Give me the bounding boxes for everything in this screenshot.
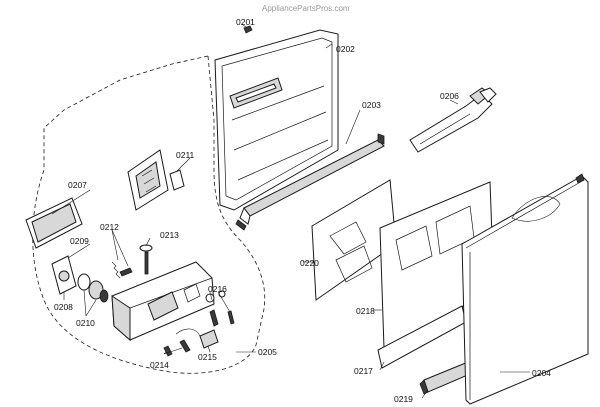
leader-lines (51, 23, 530, 399)
label-0203: 0203 (362, 100, 381, 110)
label-0204: 0204 (532, 368, 551, 378)
part-0208-dispenser-cover[interactable] (51, 255, 77, 295)
part-0213-plunger[interactable] (139, 244, 153, 275)
part-0205-dispenser-assembly[interactable] (111, 261, 215, 342)
label-0215: 0215 (198, 352, 217, 362)
label-0208: 0208 (54, 302, 73, 312)
label-0209: 0209 (70, 236, 89, 246)
part-0216-pins[interactable] (205, 290, 235, 327)
label-0207: 0207 (68, 180, 87, 190)
label-0210: 0210 (76, 318, 95, 328)
label-0205: 0205 (258, 347, 277, 357)
part-0202-inner-door[interactable] (214, 29, 339, 211)
label-0214: 0214 (150, 360, 169, 370)
label-0212: 0212 (100, 222, 119, 232)
part-0206-hinge-bracket[interactable] (409, 87, 497, 153)
label-0216: 0216 (208, 284, 227, 294)
label-0218: 0218 (356, 306, 375, 316)
label-0201: 0201 (236, 17, 255, 27)
part-0219-trim[interactable] (419, 361, 471, 395)
part-0204-outer-door[interactable] (461, 173, 589, 405)
part-0215-block[interactable] (199, 329, 219, 349)
part-0212-springs[interactable] (111, 261, 133, 279)
label-0213: 0213 (160, 230, 179, 240)
part-0211-vent[interactable] (127, 149, 185, 211)
label-0202: 0202 (336, 44, 355, 54)
part-0210-seal-rings[interactable] (77, 273, 109, 303)
label-0217: 0217 (354, 366, 373, 376)
assembly-outline-0205 (32, 55, 266, 374)
label-0211: 0211 (176, 150, 195, 160)
label-0219: 0219 (394, 394, 413, 404)
label-0220: 0220 (300, 258, 319, 268)
part-0203-door-seal[interactable] (235, 133, 385, 231)
part-0207-gasket[interactable] (25, 197, 83, 249)
label-0206: 0206 (440, 91, 459, 101)
watermark: AppliancePartsPros.com (262, 4, 350, 13)
part-0201-clip[interactable] (243, 25, 253, 34)
